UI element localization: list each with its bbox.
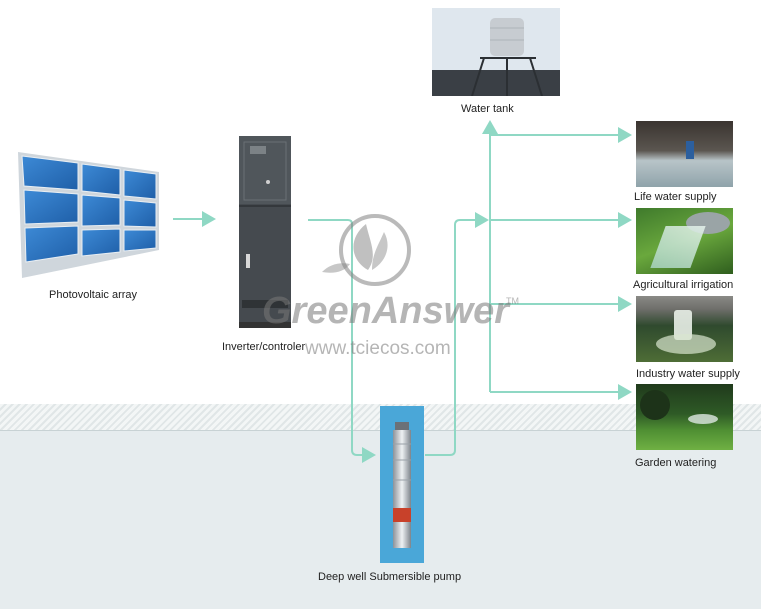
- pv-label: Photovoltaic array: [49, 289, 138, 301]
- leaf-logo: [322, 214, 411, 286]
- inverter-label: Inverter/controler: [222, 341, 306, 353]
- industry-water-image: [636, 296, 733, 362]
- inverter-cabinet-image: [239, 136, 291, 328]
- industry-label: Industry water supply: [636, 368, 740, 380]
- agri-irrigation-image: [636, 208, 733, 274]
- pump-label: Deep well Submersible pump: [318, 571, 462, 583]
- life-water-image: [636, 121, 733, 187]
- garden-watering-image: [636, 384, 733, 450]
- agri-label: Agricultural irrigation: [633, 279, 734, 291]
- submersible-pump-image: [393, 422, 411, 548]
- tank-label: Water tank: [461, 103, 514, 115]
- brand-watermark: GreenAnswer: [262, 290, 510, 332]
- inverter-to-pump-arrow: [308, 219, 376, 463]
- trademark-mark: TM: [506, 296, 519, 306]
- solar-panel-image: [18, 152, 159, 278]
- url-watermark: www.tciecos.com: [305, 338, 451, 359]
- water-tank-image: [432, 8, 560, 96]
- pump-to-distribution-arrow: [425, 212, 489, 456]
- life-label: Life water supply: [634, 191, 717, 203]
- garden-label: Garden watering: [635, 457, 717, 469]
